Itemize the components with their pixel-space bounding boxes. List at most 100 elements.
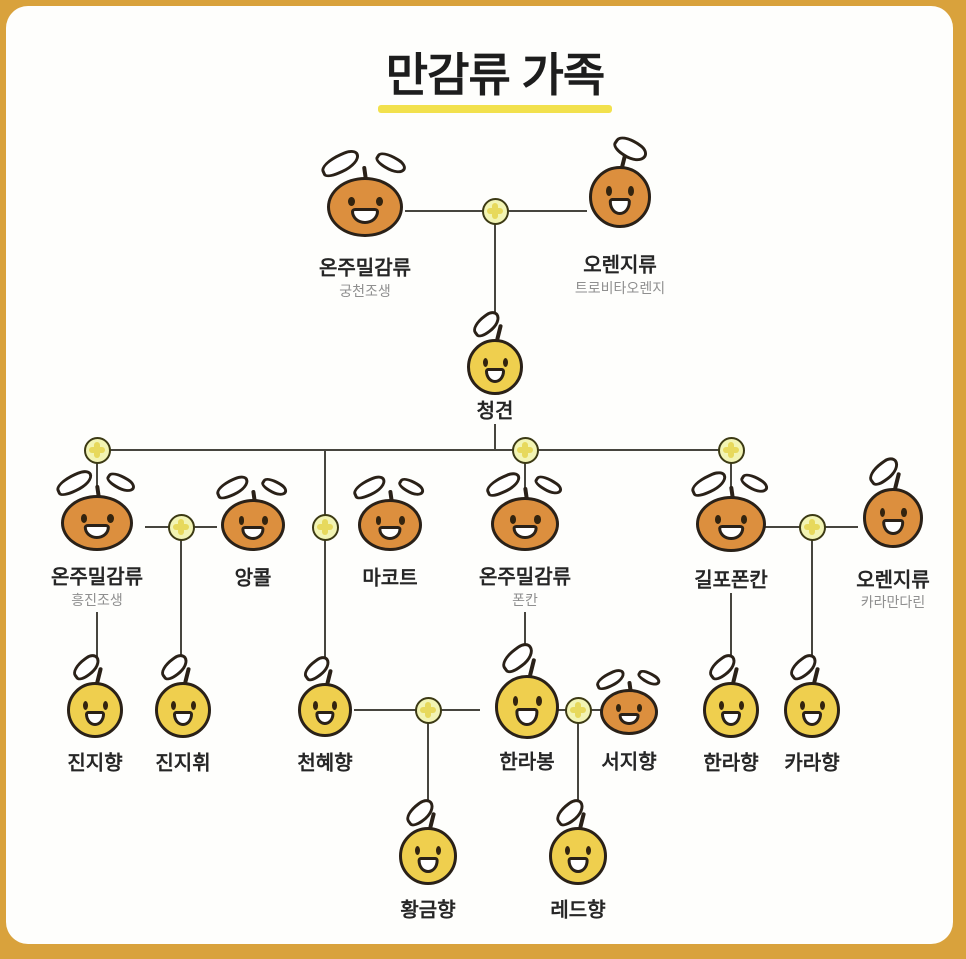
fruit-eye-icon xyxy=(799,700,805,710)
hybrid-cross-marker-icon xyxy=(83,436,111,464)
fruit-angkol xyxy=(213,472,290,551)
fruit-hwanggeumhyang xyxy=(399,794,457,885)
fruit-jinjihyang xyxy=(67,650,123,738)
fruit-eye-icon xyxy=(80,513,88,523)
fruit-body xyxy=(67,682,123,738)
fruit-leaf-icon xyxy=(738,469,772,498)
fruit-redhyang xyxy=(549,794,607,885)
fruit-label-gilpo-ponkan: 길포폰칸 xyxy=(694,569,768,592)
fruit-body xyxy=(298,683,352,737)
fruit-eye-icon xyxy=(512,695,519,707)
fruit-eye-icon xyxy=(606,186,612,197)
fruit-eye-icon xyxy=(535,695,542,707)
fruit-eye-icon xyxy=(347,196,355,207)
fruit-seojihyang xyxy=(593,665,663,735)
fruit-eye-icon xyxy=(435,846,441,856)
fruit-mouth-icon xyxy=(85,711,105,726)
fruit-label-hallahyang: 한라향 xyxy=(703,752,759,775)
fruit-karahyang xyxy=(784,650,840,738)
fruit-mouth-icon xyxy=(718,525,744,540)
fruit-mouth-icon xyxy=(618,712,640,725)
fruit-sublabel-orange-kara: 카라만다린 xyxy=(860,594,926,610)
fruit-leaf-icon xyxy=(635,666,663,690)
connector-line xyxy=(427,710,429,814)
connector-line xyxy=(524,450,526,489)
fruit-leaf-icon xyxy=(482,469,524,501)
fruit-mouth-icon xyxy=(882,519,904,536)
fruit-body xyxy=(784,682,840,738)
fruit-eye-icon xyxy=(398,516,405,525)
fruit-cheonggyeon xyxy=(467,307,523,395)
fruit-mouth-icon xyxy=(512,524,538,540)
fruit-label-redhyang: 레드향 xyxy=(550,899,606,922)
fruit-eye-icon xyxy=(106,513,114,523)
fruit-eye-icon xyxy=(502,357,508,367)
fruit-mouth-icon xyxy=(567,857,589,873)
hybrid-cross-marker-icon xyxy=(414,696,442,724)
fruit-label-cheonhyehyang: 천혜향 xyxy=(297,752,353,775)
fruit-makoteu xyxy=(350,472,427,551)
page-title: 만감류 가족 xyxy=(385,49,605,101)
fruit-label-jinjihyang: 진지향 xyxy=(67,752,123,775)
fruit-eye-icon xyxy=(879,507,885,518)
fruit-leaf-icon xyxy=(213,472,252,503)
fruit-eye-icon xyxy=(565,846,571,856)
fruit-orange-trovita xyxy=(589,130,651,228)
fruit-leaf-icon xyxy=(532,471,564,499)
fruit-eye-icon xyxy=(415,846,421,856)
fruit-mouth-icon xyxy=(721,711,741,726)
fruit-eye-icon xyxy=(628,186,634,197)
fruit-eye-icon xyxy=(585,846,591,856)
fruit-eye-icon xyxy=(238,516,245,525)
fruit-body xyxy=(399,827,457,885)
fruit-sublabel-onju-gungcheon: 궁천조생 xyxy=(339,283,391,299)
fruit-body xyxy=(600,689,658,735)
hybrid-cross-marker-icon xyxy=(798,513,826,541)
fruit-body xyxy=(358,499,422,551)
fruit-leaf-icon xyxy=(396,474,427,500)
fruit-eye-icon xyxy=(616,704,622,713)
fruit-onju-ponkan xyxy=(482,469,564,551)
fruit-mouth-icon xyxy=(378,525,402,540)
fruit-body xyxy=(495,675,559,739)
fruit-eye-icon xyxy=(715,514,722,524)
fruit-eye-icon xyxy=(313,700,318,710)
fruit-body xyxy=(61,495,133,551)
fruit-mouth-icon xyxy=(241,525,265,540)
poster-card xyxy=(6,6,953,944)
hybrid-cross-marker-icon xyxy=(481,197,509,225)
fruit-leaf-icon xyxy=(350,472,389,503)
fruit-label-makoteu: 마코트 xyxy=(362,567,418,590)
fruit-mouth-icon xyxy=(802,711,822,726)
fruit-jinjihwi xyxy=(155,650,211,738)
hybrid-cross-marker-icon xyxy=(717,436,745,464)
fruit-eye-icon xyxy=(636,704,642,713)
hybrid-cross-marker-icon xyxy=(564,696,592,724)
connector-line xyxy=(180,527,182,662)
fruit-label-hwanggeumhyang: 황금향 xyxy=(400,899,456,922)
hybrid-cross-marker-icon xyxy=(511,436,539,464)
fruit-mouth-icon xyxy=(351,208,379,225)
fruit-label-onju-gungcheon: 온주밀감류 xyxy=(319,257,411,280)
fruit-label-cheonggyeon: 청견 xyxy=(476,400,514,423)
fruit-sublabel-onju-heungjin: 흥진조생 xyxy=(71,592,123,608)
fruit-leaf-icon xyxy=(104,467,139,497)
fruit-eye-icon xyxy=(190,700,196,710)
fruit-hallahyang xyxy=(703,650,759,738)
fruit-eye-icon xyxy=(375,196,383,207)
fruit-leaf-icon xyxy=(373,148,409,179)
connector-line xyxy=(811,527,813,662)
fruit-body xyxy=(863,488,923,548)
connector-line xyxy=(524,612,526,652)
fruit-mouth-icon xyxy=(485,368,505,383)
fruit-mouth-icon xyxy=(515,708,539,726)
fruit-eye-icon xyxy=(82,700,88,710)
fruit-hallabong xyxy=(495,639,559,739)
fruit-leaf-icon xyxy=(609,130,650,167)
fruit-label-hallabong: 한라봉 xyxy=(499,751,555,774)
fruit-cheonhyehyang xyxy=(298,653,352,737)
hybrid-cross-marker-icon xyxy=(167,513,195,541)
fruit-eye-icon xyxy=(819,700,825,710)
